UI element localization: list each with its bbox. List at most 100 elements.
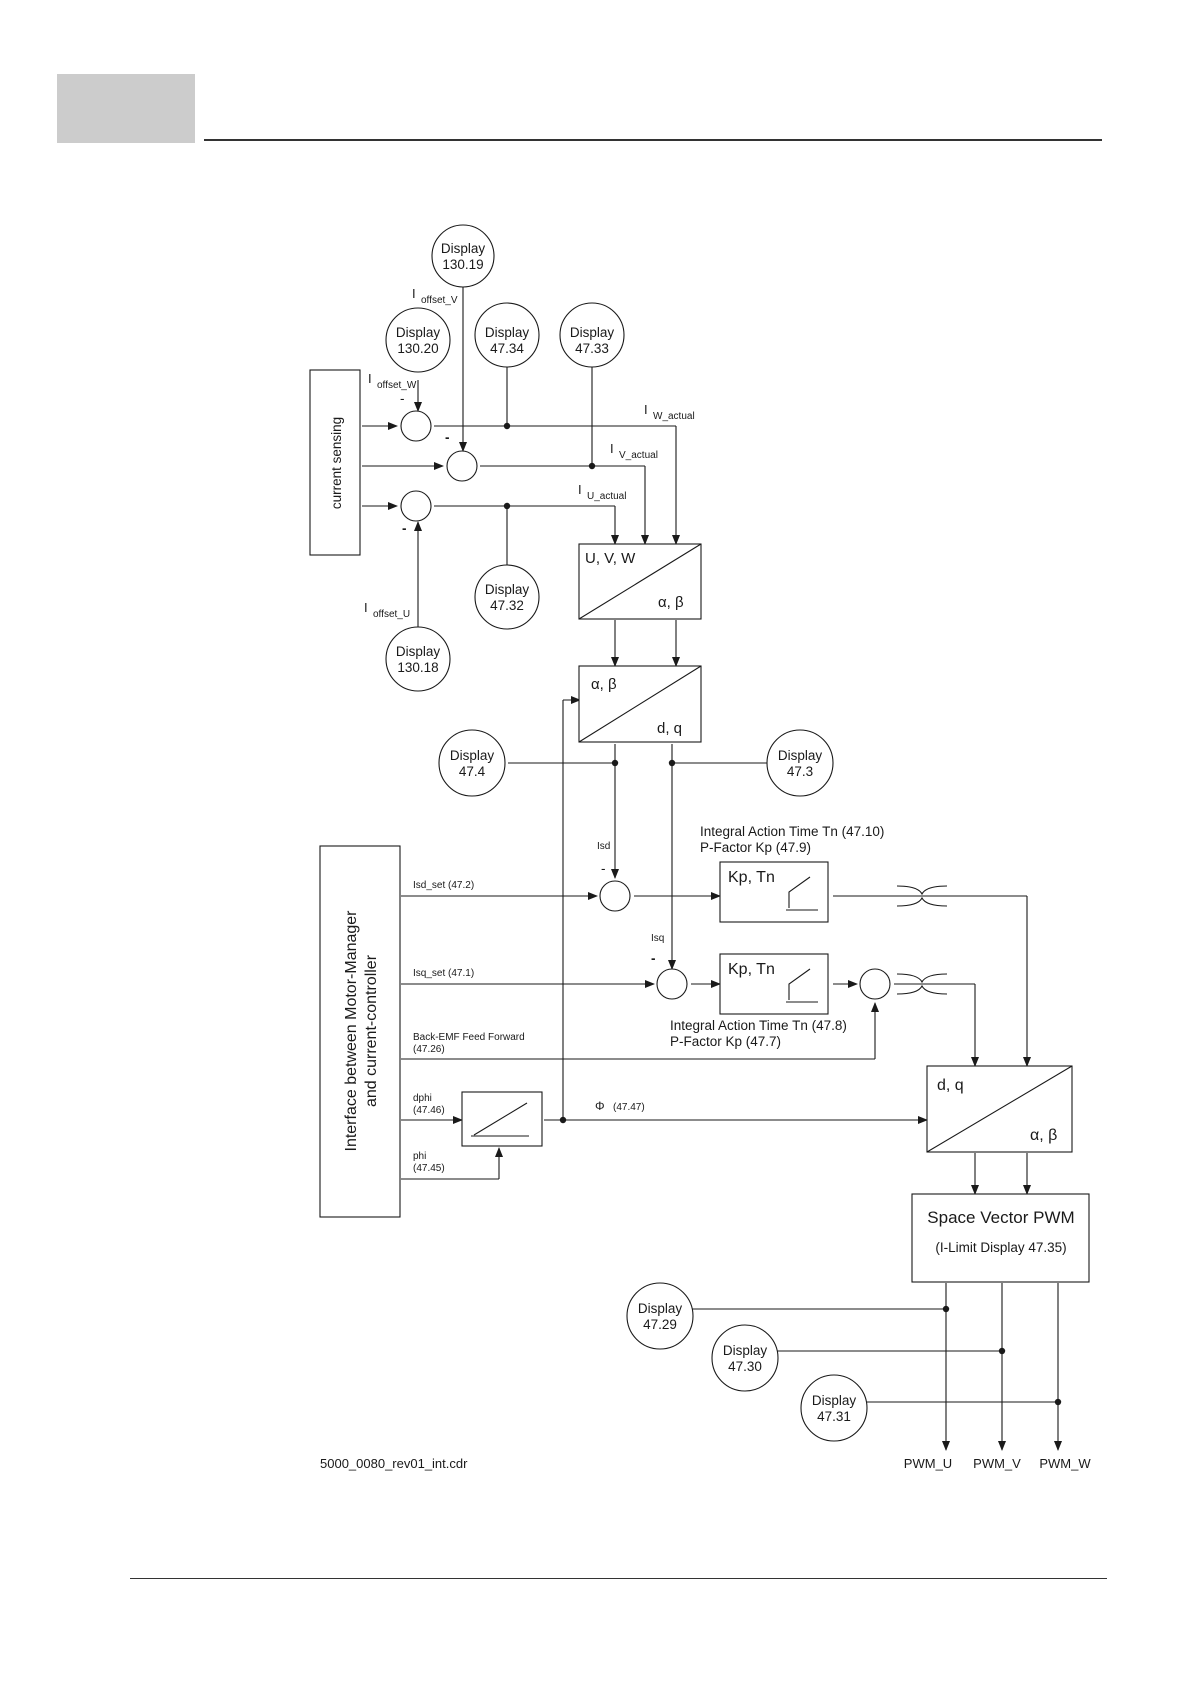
pi-controller-d: Kp, Tn [719, 861, 829, 923]
signal-label-i-w-actual: I W_actual [644, 402, 695, 422]
svg-text:I: I [368, 371, 372, 386]
svg-text:Integral Action Time Tn (47.10: Integral Action Time Tn (47.10) [700, 824, 884, 839]
display-47-32: Display 47.32 [474, 564, 540, 630]
svg-text:Back-EMF Feed Forward: Back-EMF Feed Forward [413, 1032, 525, 1043]
svg-text:d, q: d, q [657, 720, 682, 737]
svg-text:130.20: 130.20 [397, 341, 438, 356]
svg-text:(47.46): (47.46) [413, 1105, 445, 1116]
parameter-labels: Integral Action Time Tn (47.10) P-Factor… [670, 824, 884, 1049]
svg-text:Interface between Motor-Manage: Interface between Motor-Manager [343, 910, 360, 1152]
svg-text:Space Vector PWM: Space Vector PWM [927, 1208, 1074, 1227]
svg-text:Display: Display [638, 1301, 683, 1316]
uvw-to-alpha-beta-block: U, V, W α, β [578, 543, 702, 620]
svg-text:PWM_W: PWM_W [1039, 1456, 1091, 1471]
svg-text:P-Factor Kp (47.9): P-Factor Kp (47.9) [700, 840, 811, 855]
svg-text:47.4: 47.4 [459, 764, 486, 779]
svg-text:Display: Display [485, 325, 530, 340]
svg-text:Isd: Isd [597, 841, 610, 852]
svg-text:Display: Display [396, 325, 441, 340]
ramp-integrator-block [461, 1091, 543, 1147]
svg-text:I: I [610, 441, 614, 456]
display-47-34: Display 47.34 [474, 302, 540, 368]
svg-text:Φ: Φ [595, 1099, 605, 1113]
source-filename: 5000_0080_rev01_int.cdr [320, 1456, 468, 1471]
svg-text:(47.26): (47.26) [413, 1044, 445, 1055]
svg-text:-: - [651, 951, 656, 966]
svg-text:(I-Limit Display 47.35): (I-Limit Display 47.35) [935, 1240, 1066, 1255]
display-47-33: Display 47.33 [559, 302, 625, 368]
minus-signs: - - - - - [400, 391, 656, 966]
svg-text:47.33: 47.33 [575, 341, 609, 356]
svg-text:Display: Display [570, 325, 615, 340]
svg-text:Display: Display [450, 748, 495, 763]
svg-text:Integral Action Time Tn (47.8): Integral Action Time Tn (47.8) [670, 1018, 847, 1033]
limiter-symbols [896, 885, 948, 995]
svg-text:current sensing: current sensing [329, 417, 344, 509]
svg-text:47.32: 47.32 [490, 598, 524, 613]
signal-label-i-offset-w: I offset_W [368, 371, 417, 391]
svg-text:Isq_set (47.1): Isq_set (47.1) [413, 968, 474, 979]
pi-controller-q: Kp, Tn [719, 953, 829, 1015]
svg-text:and current-controller: and current-controller [363, 954, 380, 1107]
svg-text:47.31: 47.31 [817, 1409, 851, 1424]
svg-text:Kp, Tn: Kp, Tn [728, 869, 775, 886]
svg-text:-: - [601, 861, 606, 876]
signal-label-i-u-actual: I U_actual [578, 482, 626, 502]
svg-text:-: - [400, 391, 405, 406]
summing-junctions [400, 410, 891, 1000]
alpha-beta-to-dq-block: α, β d, q [578, 665, 702, 743]
svg-text:offset_U: offset_U [373, 609, 410, 620]
svg-text:PWM_U: PWM_U [904, 1456, 952, 1471]
signal-label-i-offset-v: I offset_V [412, 286, 458, 306]
svg-text:PWM_V: PWM_V [973, 1456, 1021, 1471]
svg-text:U, V, W: U, V, W [585, 550, 636, 567]
dq-to-alpha-beta-block: d, q α, β [926, 1065, 1073, 1153]
svg-text:Display: Display [485, 582, 530, 597]
svg-text:d, q: d, q [937, 1077, 964, 1094]
svg-text:Display: Display [396, 644, 441, 659]
svg-text:I: I [412, 286, 416, 301]
svg-text:47.29: 47.29 [643, 1317, 677, 1332]
svg-text:offset_V: offset_V [421, 295, 458, 306]
header-rule [204, 139, 1102, 141]
footer-rule [130, 1578, 1107, 1579]
svg-text:U_actual: U_actual [587, 491, 626, 502]
svg-text:47.3: 47.3 [787, 764, 813, 779]
display-47-4: Display 47.4 [438, 729, 506, 797]
display-47-3: Display 47.3 [766, 729, 834, 797]
svg-text:Isd_set (47.2): Isd_set (47.2) [413, 880, 474, 891]
display-47-29: Display 47.29 [626, 1282, 694, 1350]
display-130-19: Display 130.19 [431, 224, 495, 288]
svg-text:Kp, Tn: Kp, Tn [728, 961, 775, 978]
svg-text:47.30: 47.30 [728, 1359, 762, 1374]
svg-text:α, β: α, β [591, 676, 617, 693]
space-vector-pwm-block: Space Vector PWM (I-Limit Display 47.35) [911, 1193, 1090, 1283]
svg-text:(47.45): (47.45) [413, 1163, 445, 1174]
display-47-30: Display 47.30 [711, 1324, 779, 1392]
pwm-output-labels: PWM_U PWM_V PWM_W [904, 1456, 1092, 1471]
svg-text:47.34: 47.34 [490, 341, 524, 356]
svg-text:P-Factor Kp (47.7): P-Factor Kp (47.7) [670, 1034, 781, 1049]
display-130-20: Display 130.20 [385, 307, 451, 373]
junction-dots [503, 422, 1062, 1406]
svg-text:I: I [364, 600, 368, 615]
svg-text:I: I [578, 482, 582, 497]
page-corner-tab [57, 74, 195, 143]
svg-text:α, β: α, β [658, 594, 684, 611]
svg-text:Display: Display [441, 241, 486, 256]
svg-text:W_actual: W_actual [653, 411, 695, 422]
svg-text:(47.47): (47.47) [613, 1102, 645, 1113]
display-130-18: Display 130.18 [385, 626, 451, 692]
svg-text:-: - [402, 521, 407, 536]
svg-text:offset_W: offset_W [377, 380, 417, 391]
signal-label-i-offset-u: I offset_U [364, 600, 410, 620]
signal-label-i-v-actual: I V_actual [610, 441, 658, 461]
svg-text:I: I [644, 402, 648, 417]
svg-text:Display: Display [812, 1393, 857, 1408]
signal-wires [362, 287, 1062, 1451]
svg-text:phi: phi [413, 1151, 426, 1162]
svg-text:V_actual: V_actual [619, 450, 658, 461]
svg-text:Isq: Isq [651, 933, 664, 944]
svg-text:-: - [445, 430, 450, 445]
